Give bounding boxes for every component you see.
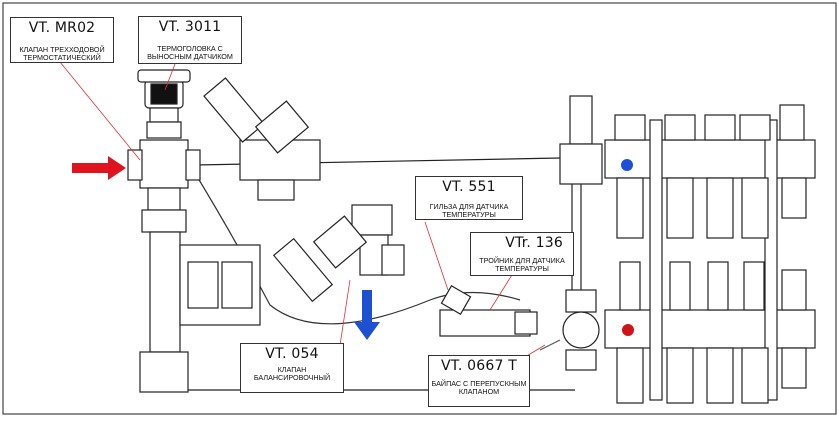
label-054: VT. 054 КЛАПАН БАЛАНСИРОВОЧНЫЙ [240, 343, 344, 393]
supply-dot-icon [622, 324, 634, 336]
balancing-valve-upper [203, 77, 321, 201]
label-136-desc-1: ТРОЙНИК ДЛЯ ДАТЧИКА [479, 256, 565, 265]
label-mr02-code: VT. MR02 [28, 20, 96, 36]
label-mr02-desc-2: ТЕРМОСТАТИЧЕСКИЙ [23, 53, 101, 63]
thermo-head [137, 69, 191, 83]
supply-arrow-icon [72, 156, 126, 180]
three-way-valve [127, 79, 201, 211]
sensor-tee [439, 285, 538, 337]
label-136: VTr. 136 ТРОЙНИК ДЛЯ ДАТЧИКА ТЕМПЕРАТУРЫ [470, 232, 574, 276]
label-0667-code: VT. 0667 T [441, 358, 517, 374]
label-mr02-desc-1: КЛАПАН ТРЕХХОДОВОЙ [19, 45, 105, 54]
label-0667-desc-2: КЛАПАНОМ [458, 387, 500, 397]
label-551-desc-1: ГИЛЬЗА ДЛЯ ДАТЧИКА [429, 202, 509, 211]
flow-markers [72, 156, 634, 340]
bypass-valve [559, 95, 603, 371]
label-054-desc-2: БАЛАНСИРОВОЧНЫЙ [253, 373, 331, 383]
label-3011-desc-1: ТЕРМОГОЛОВКА С [157, 44, 223, 53]
manifold [604, 104, 816, 404]
label-0667: VT. 0667 T БАЙПАС С ПЕРЕПУСКНЫМ КЛАПАНОМ [428, 355, 530, 407]
label-0667-desc-1: БАЙПАС С ПЕРЕПУСКНЫМ [431, 379, 527, 388]
label-136-desc-2: ТЕМПЕРАТУРЫ [495, 264, 549, 274]
return-dot-icon [621, 159, 633, 171]
label-mr02: VT. MR02 КЛАПАН ТРЕХХОДОВОЙ ТЕРМОСТАТИЧЕ… [10, 17, 114, 63]
balancing-valve-lower [272, 204, 405, 303]
label-551: VT. 551 ГИЛЬЗА ДЛЯ ДАТЧИКА ТЕМПЕРАТУРЫ [415, 176, 523, 220]
label-136-code: VTr. 136 [505, 235, 563, 251]
frame [2, 2, 837, 415]
return-arrow-icon [354, 290, 380, 340]
label-551-code: VT. 551 [442, 179, 496, 195]
label-3011-code: VT. 3011 [158, 19, 222, 35]
label-3011: VT. 3011 ТЕРМОГОЛОВКА С ВЫНОСНЫМ ДАТЧИКО… [138, 16, 242, 64]
label-054-code: VT. 054 [265, 346, 319, 362]
label-551-desc-2: ТЕМПЕРАТУРЫ [442, 210, 496, 220]
pump-assembly [139, 209, 261, 393]
label-3011-desc-2: ВЫНОСНЫМ ДАТЧИКОМ [147, 52, 233, 62]
label-054-desc-1: КЛАПАН [277, 365, 307, 374]
